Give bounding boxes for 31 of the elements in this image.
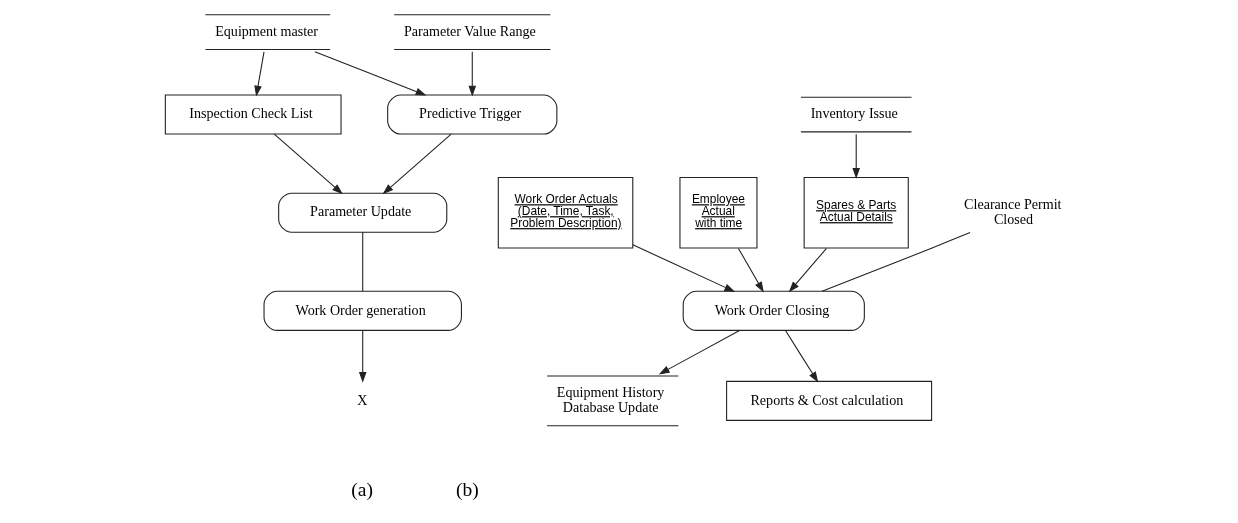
node-text: Inventory Issue: [810, 105, 898, 122]
node-text: Parameter Value Range: [403, 22, 536, 39]
node-text: Clearance Permit Closed: [963, 195, 1061, 227]
arrow: [358, 330, 367, 383]
node-box: Work Order Closing: [682, 290, 865, 331]
connector: [361, 231, 363, 292]
arrow: [631, 244, 735, 292]
node-text: X: [356, 391, 367, 408]
arrow: [467, 51, 476, 97]
node-text: Equipment master: [214, 22, 318, 39]
arrow: [273, 133, 343, 195]
node-box: Spares & Parts Actual Details: [803, 176, 909, 249]
arrow: [788, 247, 827, 293]
node-box: Work Order Actuals (Date, Time, Task, Problem Description): [497, 176, 633, 249]
node-box: Employee Actual with time: [678, 176, 757, 249]
node-text: Equipment History Database Update: [556, 383, 664, 416]
arrow: [382, 133, 452, 195]
node-box: Parameter Update: [277, 192, 447, 233]
arrow: [313, 51, 426, 96]
node-box: Predictive Trigger: [386, 94, 557, 135]
arrow: [851, 133, 860, 179]
node-box: Work Order generation: [263, 290, 462, 331]
node-box: Reports & Cost calculation: [725, 380, 932, 421]
arrow: [737, 247, 764, 293]
arrow: [658, 330, 740, 375]
label: (b): [455, 478, 479, 500]
node-box: Inspection Check List: [164, 94, 342, 135]
arrow: [253, 51, 265, 97]
arrow: [784, 330, 818, 383]
connector: [821, 231, 971, 292]
label: (a): [350, 478, 373, 500]
